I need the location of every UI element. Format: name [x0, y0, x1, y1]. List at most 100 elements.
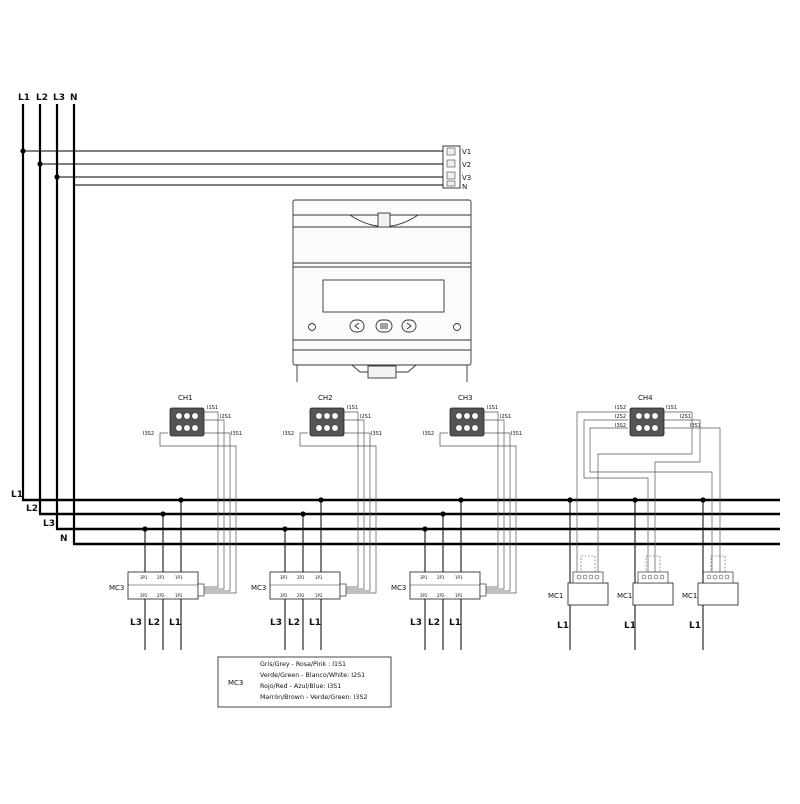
pin-label-i2s1: I2S1 [680, 414, 691, 420]
mc3-pin-2p1: 2P1 [157, 575, 165, 580]
channel-ch1: CH1 I1S1 I2S1 I3S1 I3S2 [143, 394, 242, 437]
phase-label-l2: L2 [428, 618, 440, 628]
terminal-label-v3: V3 [462, 174, 471, 182]
phase-label-l1: L1 [449, 618, 461, 628]
channel-connector [169, 407, 205, 437]
mc3-group-1: MC3 3P1 2P1 1P1 3P2 2P2 1P2 L3 L2 L1 [109, 571, 199, 628]
phase-label-l2: L2 [148, 618, 160, 628]
terminal-label-v1: V1 [462, 148, 471, 156]
pin-label-i1s2: I1S2 [615, 405, 626, 411]
legend-label: MC3 [228, 679, 243, 687]
channel-connector [309, 407, 345, 437]
mc1-sensor-body [697, 582, 739, 606]
mc1-sensor-body [567, 582, 609, 606]
legend: MC3 Gris/Grey - Rosa/Pink : I1S1 Verde/G… [217, 656, 392, 708]
channel-ch4: CH4 I1S2 I2S2 I3S2 I1S1 I2S1 I3S1 [615, 394, 701, 437]
menu-button [375, 319, 393, 333]
mc3-label: MC3 [109, 584, 124, 592]
mc1-tap-dots [567, 497, 706, 503]
meter-buttons [308, 319, 461, 333]
terminal-label-v2: V2 [462, 161, 471, 169]
channel-title: CH2 [318, 394, 333, 402]
mc3-pin-2p1: 2P1 [297, 575, 305, 580]
mc3-group-3: MC3 3P1 2P1 1P1 3P2 2P2 1P2 L3 L2 L1 [391, 571, 481, 628]
bus-label-top-l2: L2 [36, 93, 48, 103]
pin-label-i3s1: I3S1 [690, 423, 701, 429]
status-led-icon [453, 323, 461, 331]
mc3-pin-1p1: 1P1 [175, 575, 183, 580]
bus-label-left-l2: L2 [26, 504, 38, 514]
mc3-label: MC3 [391, 584, 406, 592]
mc3-pin-1p2: 1P2 [175, 593, 183, 598]
mc1-label: MC1 [682, 592, 697, 600]
pin-label-i1s1: I1S1 [347, 405, 358, 411]
mc3-pin-1p2: 1P2 [455, 593, 463, 598]
meter-button-glyphs [354, 322, 412, 330]
bus-label-top-l3: L3 [53, 93, 65, 103]
pin-label-i3s2: I3S2 [283, 431, 294, 437]
mc3-pin-2p1: 2P1 [437, 575, 445, 580]
channel-connector [449, 407, 485, 437]
legend-line-1: Gris/Grey - Rosa/Pink : I1S1 [260, 661, 346, 668]
voltage-terminal-block [442, 145, 461, 189]
bus-label-left-l3: L3 [43, 519, 55, 529]
pin-label-i3s2: I3S2 [143, 431, 154, 437]
pin-label-i1s1: I1S1 [487, 405, 498, 411]
pin-label-i1s1: I1S1 [207, 405, 218, 411]
phase-label-l2: L2 [288, 618, 300, 628]
terminal-label-n: N [462, 183, 467, 191]
legend-line-2: Verde/Green - Blanco/White: I2S1 [260, 672, 365, 679]
energy-meter [292, 199, 472, 382]
mc1-phase-label: L1 [624, 621, 636, 631]
pin-label-i3s2: I3S2 [615, 423, 626, 429]
mc3-sensor-body [409, 571, 481, 600]
mc3-pin-2p2: 2P2 [437, 593, 445, 598]
channel-connector [629, 407, 665, 437]
channel-title: CH3 [458, 394, 473, 402]
legend-box [217, 656, 392, 708]
mc3-pin-3p1: 3P1 [280, 575, 288, 580]
channel-ch3: CH3 I1S1 I2S1 I3S1 I3S2 [423, 394, 522, 437]
phase-label-l1: L1 [169, 618, 181, 628]
power-icon [308, 323, 316, 331]
mc1-group-3: MC1 L1 [682, 555, 739, 631]
mc3-tap-wires [144, 500, 462, 650]
bus-label-top-l1: L1 [18, 93, 30, 103]
pin-label-i2s1: I2S1 [360, 414, 371, 420]
legend-line-3: Rojo/Red - Azul/Blue: I3S1 [260, 683, 341, 690]
phase-label-l3: L3 [410, 618, 422, 628]
mc1-group-1: MC1 L1 [548, 555, 609, 631]
channel-title: CH4 [638, 394, 653, 402]
ch4-signal-wires [576, 411, 721, 572]
bus-label-left-l1: L1 [11, 490, 23, 500]
bus-bars [22, 498, 780, 546]
mc3-pin-3p2: 3P2 [140, 593, 148, 598]
phase-label-l1: L1 [309, 618, 321, 628]
mc3-pin-3p2: 3P2 [280, 593, 288, 598]
phase-label-l3: L3 [130, 618, 142, 628]
mc3-group-2: MC3 3P1 2P1 1P1 3P2 2P2 1P2 L3 L2 L1 [251, 571, 341, 628]
pin-label-i2s2: I2S2 [615, 414, 626, 420]
voltage-tap-lines [23, 150, 445, 186]
pin-label-i3s1: I3S1 [371, 431, 382, 437]
pin-label-i2s1: I2S1 [500, 414, 511, 420]
voltage-tap-dots [20, 148, 60, 180]
mc3-sensor-body [269, 571, 341, 600]
mc3-pin-1p1: 1P1 [315, 575, 323, 580]
pin-label-i3s2: I3S2 [423, 431, 434, 437]
mc1-label: MC1 [617, 592, 632, 600]
mc1-phase-label: L1 [689, 621, 701, 631]
mc1-sensor-body [632, 582, 674, 606]
mc3-pin-3p2: 3P2 [420, 593, 428, 598]
mc1-label: MC1 [548, 592, 563, 600]
vertical-supply-lines [21, 104, 76, 544]
pin-label-i3s1: I3S1 [231, 431, 242, 437]
bus-label-left-n: N [60, 534, 68, 544]
mc1-group-2: MC1 L1 [617, 555, 674, 631]
pin-label-i1s1: I1S1 [666, 405, 677, 411]
mc3-pin-1p2: 1P2 [315, 593, 323, 598]
mc3-pin-1p1: 1P1 [455, 575, 463, 580]
prev-button [349, 319, 365, 333]
